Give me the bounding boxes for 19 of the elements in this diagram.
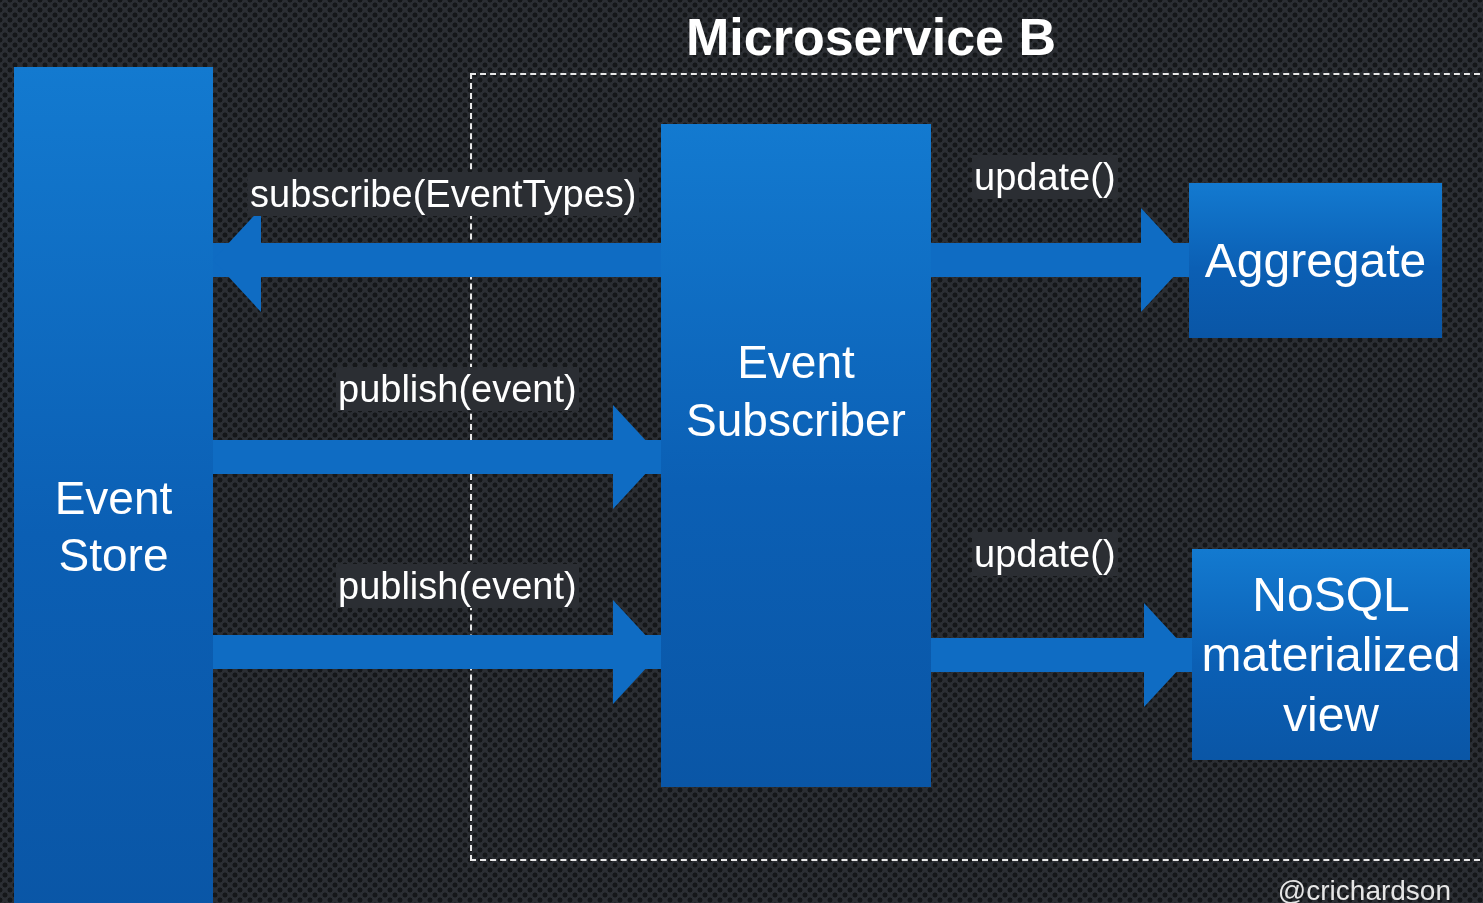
component-box [14, 67, 213, 903]
block-arrow [213, 600, 661, 704]
edge-label: publish(event) [336, 564, 579, 608]
author-credit: @crichardson [1277, 874, 1451, 903]
box-label: Event Subscriber [685, 335, 907, 448]
edge-label: subscribe(EventTypes) [248, 172, 639, 216]
boundary-title: Microservice B [685, 7, 1057, 67]
block-arrow [931, 208, 1189, 312]
component-box [1192, 549, 1470, 760]
edge-label: publish(event) [336, 367, 579, 411]
block-arrow [931, 603, 1192, 707]
box-label: Aggregate [1203, 232, 1428, 289]
block-arrow [213, 405, 661, 509]
component-box [1189, 183, 1442, 338]
edge-label: update() [972, 155, 1118, 199]
box-label: NoSQL materialized view [1200, 566, 1462, 743]
edge-label: update() [972, 532, 1118, 576]
box-label: Event Store [53, 470, 174, 583]
component-box [661, 124, 931, 787]
